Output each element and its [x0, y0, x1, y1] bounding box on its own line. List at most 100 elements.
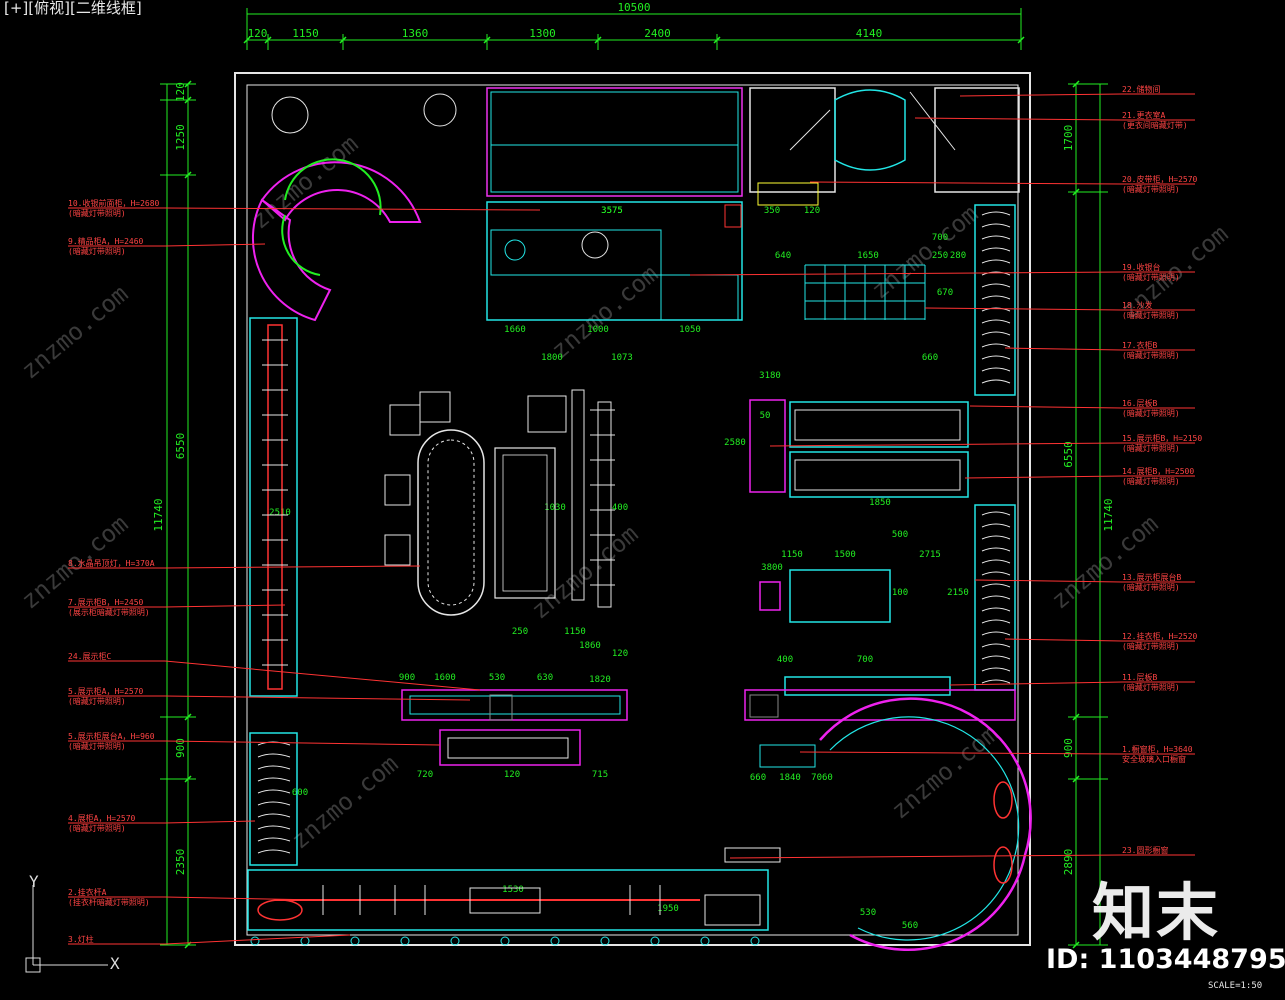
- round-window-inner: [829, 716, 1020, 941]
- floor-light: [400, 936, 410, 946]
- left-label-sub: (暗藏灯带照明): [68, 208, 126, 218]
- dim-text-interior: 900: [399, 673, 415, 683]
- dim-text-interior: 3180: [759, 371, 781, 381]
- dim-text-top: 1150: [292, 27, 319, 40]
- hanger-curve: [981, 631, 1011, 636]
- scale-label: SCALE=1:50: [1208, 981, 1263, 991]
- hanger-curve: [981, 559, 1011, 564]
- display-platform: [789, 569, 891, 623]
- right-label-title: 15.展示柜B，H=2150: [1122, 433, 1202, 443]
- right-label-title: 11.层板B: [1122, 672, 1157, 682]
- dim-slash: [1072, 941, 1080, 949]
- dim-slash: [1072, 713, 1080, 721]
- dim-text-left: 1250: [174, 124, 187, 151]
- left-label-title: 4.展柜A，H=2570: [68, 813, 136, 823]
- id-watermark: ID: 1103448795: [1046, 944, 1285, 975]
- hanger-curve: [257, 837, 291, 842]
- right-label-sub: (暗藏灯带照明): [1122, 408, 1180, 418]
- dim-text-interior: 1530: [502, 885, 524, 895]
- hanger-curve: [981, 247, 1011, 252]
- left-label-title: 24.展示柜C: [68, 651, 111, 661]
- left-cabinet-frame: [249, 317, 298, 697]
- hanger-curve: [981, 547, 1011, 552]
- dim-text-interior: 1650: [857, 251, 879, 261]
- leader-line: [914, 117, 1123, 121]
- watermark-text: znzmo.com: [526, 520, 644, 625]
- window-entrance: [759, 744, 816, 768]
- dim-text-interior: 2580: [724, 438, 746, 448]
- right-label-sub: (更衣间暗藏灯带): [1122, 120, 1188, 130]
- hanger-curve: [257, 789, 291, 794]
- dim-text-top: 120: [248, 27, 268, 40]
- bottom-rail-label: [469, 887, 541, 914]
- hanger-curve: [981, 367, 1011, 372]
- floor-light: [750, 936, 760, 946]
- floor-light: [600, 936, 610, 946]
- dim-text-left: 120: [174, 82, 187, 102]
- right-label-title: 13.展示柜展台B: [1122, 572, 1181, 582]
- hanger-curve: [981, 211, 1011, 216]
- belt-cabinet: [757, 182, 819, 206]
- dim-text-interior: 720: [417, 770, 433, 780]
- door-swing: [789, 91, 956, 151]
- right-label-sub: 安全玻璃入口橱窗: [1122, 754, 1186, 764]
- dim-text-interior: 1050: [679, 325, 701, 335]
- hanger-curve: [981, 319, 1011, 324]
- furniture-layer: 3575: [247, 87, 1032, 951]
- viewport-label[interactable]: [+][俯视][二维线框]: [4, 0, 142, 17]
- cashier-counter: [486, 201, 743, 321]
- hanger-curve: [981, 535, 1011, 540]
- bottom-hanger-frame: [247, 869, 769, 931]
- dim-slash: [339, 36, 347, 44]
- right-label-sub: (暗藏灯带照明): [1122, 443, 1180, 453]
- leader-line: [689, 271, 1123, 276]
- center-display-block: [489, 694, 513, 721]
- dim-text-interior: 350: [764, 206, 780, 216]
- leader-line: [924, 307, 1123, 311]
- shelf-b: [784, 676, 951, 696]
- sofa-seat: [502, 454, 548, 592]
- dim-text-interior: 600: [292, 788, 308, 798]
- dim-text-interior: 2510: [269, 508, 291, 518]
- hanger-curve: [981, 595, 1011, 600]
- leader-line: [164, 660, 481, 691]
- left-label-title: 3.灯柱: [68, 934, 94, 944]
- dim-slash: [184, 80, 192, 88]
- left-label-sub: (挂衣杆暗藏灯带照明): [68, 897, 150, 907]
- chair-c: [384, 474, 411, 506]
- fitting-room-a: [749, 87, 836, 193]
- dim-text-left: 2350: [174, 849, 187, 876]
- hanger-curve: [981, 619, 1011, 624]
- watermark-text: znzmo.com: [16, 280, 134, 385]
- floor-light: [450, 936, 460, 946]
- dim-text-interior: 640: [775, 251, 791, 261]
- leader-line: [959, 93, 1123, 97]
- dim-text-interior: 2150: [947, 588, 969, 598]
- leader-line: [969, 405, 1123, 409]
- round-arc-green: [284, 158, 382, 216]
- hanger-curve: [981, 583, 1011, 588]
- dim-slash: [1017, 36, 1025, 44]
- dim-slash: [184, 713, 192, 721]
- dim-slash: [184, 171, 192, 179]
- floor-light: [550, 936, 560, 946]
- bottom-spot: [257, 899, 303, 921]
- dim-text-left: 6550: [174, 433, 187, 460]
- right-label-sub: (暗藏灯带照明): [1122, 582, 1180, 592]
- hanger-curve: [257, 825, 291, 830]
- left-label-sub: (暗藏灯带照明): [68, 741, 126, 751]
- dim-text-interior: 630: [537, 673, 553, 683]
- floor-light: [250, 936, 260, 946]
- wall-layer: [234, 72, 1031, 946]
- dim-text-right-overall: 11740: [1102, 498, 1115, 531]
- cashier-desk: [490, 229, 662, 276]
- leader-line: [769, 442, 1123, 447]
- window-cabinet-block: [749, 694, 779, 718]
- floor-light: [350, 936, 360, 946]
- hanger-curve: [981, 667, 1011, 672]
- round-display-arc2: [251, 198, 332, 322]
- display-rack-b: [597, 401, 612, 608]
- hanger-curve: [981, 307, 1011, 312]
- right-cabinet-bottom: [974, 504, 1016, 691]
- dim-text-interior: 1840: [779, 773, 801, 783]
